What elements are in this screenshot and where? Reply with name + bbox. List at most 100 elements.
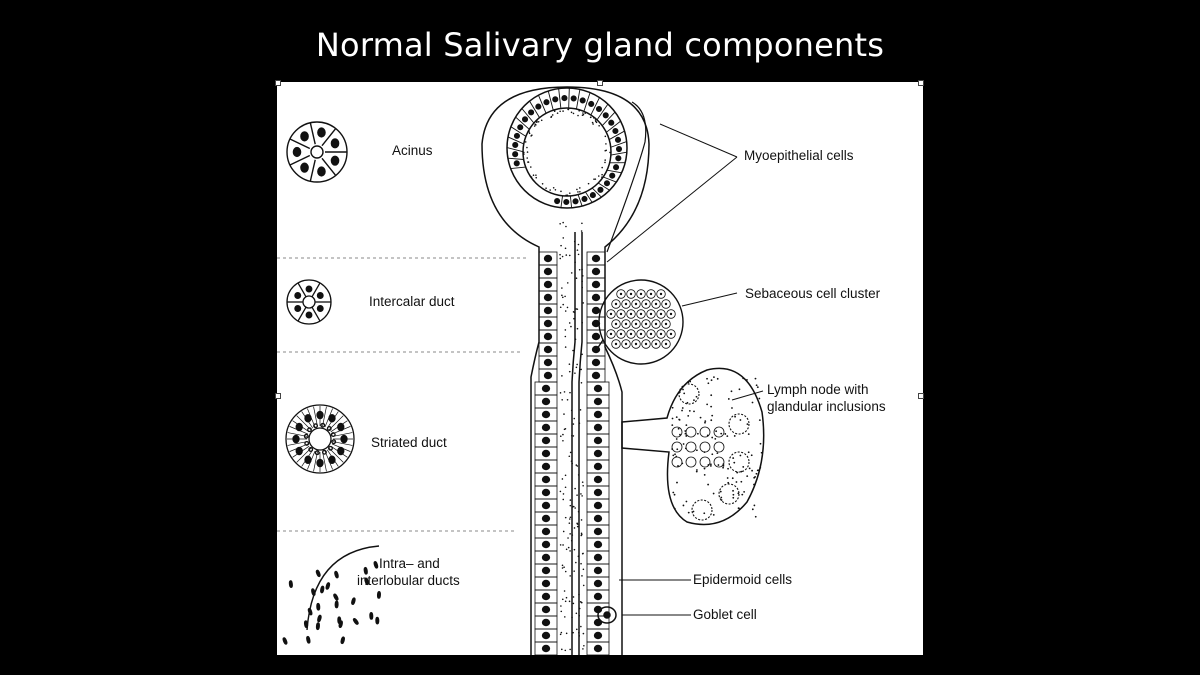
acinar-cell-wall (603, 176, 617, 183)
striated-nucleus (328, 455, 336, 465)
duct-nucleus (541, 462, 551, 471)
secretion-dot (581, 481, 584, 483)
secretion-dot (604, 149, 607, 152)
striated-lumen-cell (330, 432, 336, 437)
lymphocyte-dot (695, 395, 698, 398)
sebocyte-nucleus (639, 312, 643, 316)
lymphocyte-dot (671, 424, 674, 426)
lymphocyte-dot (672, 491, 675, 494)
secretion-dot (580, 601, 583, 604)
duct-nucleus (541, 384, 551, 393)
acinar-nucleus (603, 180, 611, 187)
acinar-cell-wall (538, 95, 547, 114)
secretion-dot (569, 550, 571, 552)
secretion-dot (561, 478, 564, 480)
secretion-dot (560, 631, 563, 634)
striated-lumen (308, 427, 332, 451)
secretion-dot (567, 108, 569, 111)
secretion-dot (566, 306, 569, 309)
secretion-dot (545, 187, 547, 189)
acinar-cell-wall (606, 120, 621, 133)
resize-handle-middle-left[interactable] (275, 393, 281, 399)
acinar-nucleus (552, 96, 559, 103)
lymphocyte-dot (677, 427, 680, 430)
secretion-dot (581, 495, 583, 497)
secretion-dot (564, 310, 567, 312)
resize-handle-top-center[interactable] (597, 80, 603, 86)
secretion-dot (578, 593, 580, 596)
sebocyte-nucleus (659, 312, 663, 316)
sebocyte (621, 339, 631, 349)
secretion-dot (578, 614, 581, 617)
secretion-dot (559, 222, 561, 225)
secretion-dot (582, 552, 584, 555)
secretion-dot (567, 537, 569, 539)
duct-nucleus (591, 371, 601, 380)
lobular-nucleus (303, 620, 309, 629)
lobular-nucleus (375, 616, 380, 625)
acinar-nucleus (608, 119, 615, 126)
acinar-cell-wall (547, 90, 554, 111)
intercalar-cell-wall (297, 282, 307, 298)
lymphocyte-dot (715, 430, 718, 433)
lymph-duct-cell (685, 426, 697, 438)
sebocyte-nucleus (619, 292, 623, 296)
lymphocyte-dot (733, 461, 736, 464)
acinus-cell-wall (321, 128, 337, 147)
striated-lumen-cell (322, 449, 327, 455)
acinar-nucleus (543, 99, 550, 106)
resize-handle-middle-right[interactable] (918, 393, 924, 399)
secretion-dot (582, 648, 584, 650)
lymphocyte-dot (696, 469, 698, 471)
lymph-duct-cell (699, 426, 711, 438)
lymphocyte-dot (712, 492, 715, 495)
resize-handle-top-left[interactable] (275, 80, 281, 86)
lymphocyte-dot (687, 414, 690, 417)
secretion-dot (562, 498, 565, 501)
lymphocyte-dot (681, 407, 684, 409)
secretion-dot (577, 474, 580, 476)
resize-handle-top-right[interactable] (918, 80, 924, 86)
acinus-nucleus (292, 146, 302, 158)
secretion-dot (559, 253, 561, 256)
sebocyte-nucleus (659, 292, 663, 296)
lymphocyte-dot (693, 410, 695, 413)
striation (313, 406, 318, 427)
secretion-dot (560, 190, 562, 193)
lymphocyte-dot (720, 496, 723, 499)
secretion-dot (554, 188, 557, 191)
striated-nucleus (328, 413, 336, 423)
duct-nucleus (543, 345, 553, 354)
duct-nucleus (593, 644, 603, 653)
secretion-dot (562, 530, 565, 533)
lymph-duct-cell (685, 441, 697, 453)
secretion-dot (560, 244, 562, 247)
secretion-dot (530, 176, 533, 178)
duct-nucleus (591, 358, 601, 367)
sebocyte (656, 309, 666, 319)
secretion-dot (564, 335, 567, 338)
secretion-dot (573, 311, 576, 314)
striated-lumen-cell (331, 439, 337, 445)
secretion-dot (570, 460, 573, 462)
lymphocyte-dot (710, 419, 713, 422)
duct-nucleus (541, 423, 551, 432)
secretion-dot (565, 632, 568, 635)
label-sebaceous-cell-cluster: Sebaceous cell cluster (745, 286, 881, 301)
lymphocyte-dot (726, 477, 729, 479)
lobular-nucleus (364, 577, 369, 586)
secretion-dot (573, 417, 576, 420)
lymphocyte-dot (709, 463, 712, 466)
lobular-nucleus (325, 582, 331, 590)
sebocyte (616, 329, 626, 339)
glandular-inclusion (691, 499, 713, 521)
duct-nucleus (593, 436, 603, 445)
lymphocyte-dot (746, 378, 748, 381)
sebocyte (661, 319, 671, 329)
glandular-inclusion (728, 451, 750, 473)
secretion-dot (572, 435, 575, 437)
sebocyte (626, 289, 636, 299)
glandular-inclusion (718, 483, 740, 505)
acinus-cross-section (286, 121, 348, 183)
sebocyte-nucleus (609, 332, 613, 336)
